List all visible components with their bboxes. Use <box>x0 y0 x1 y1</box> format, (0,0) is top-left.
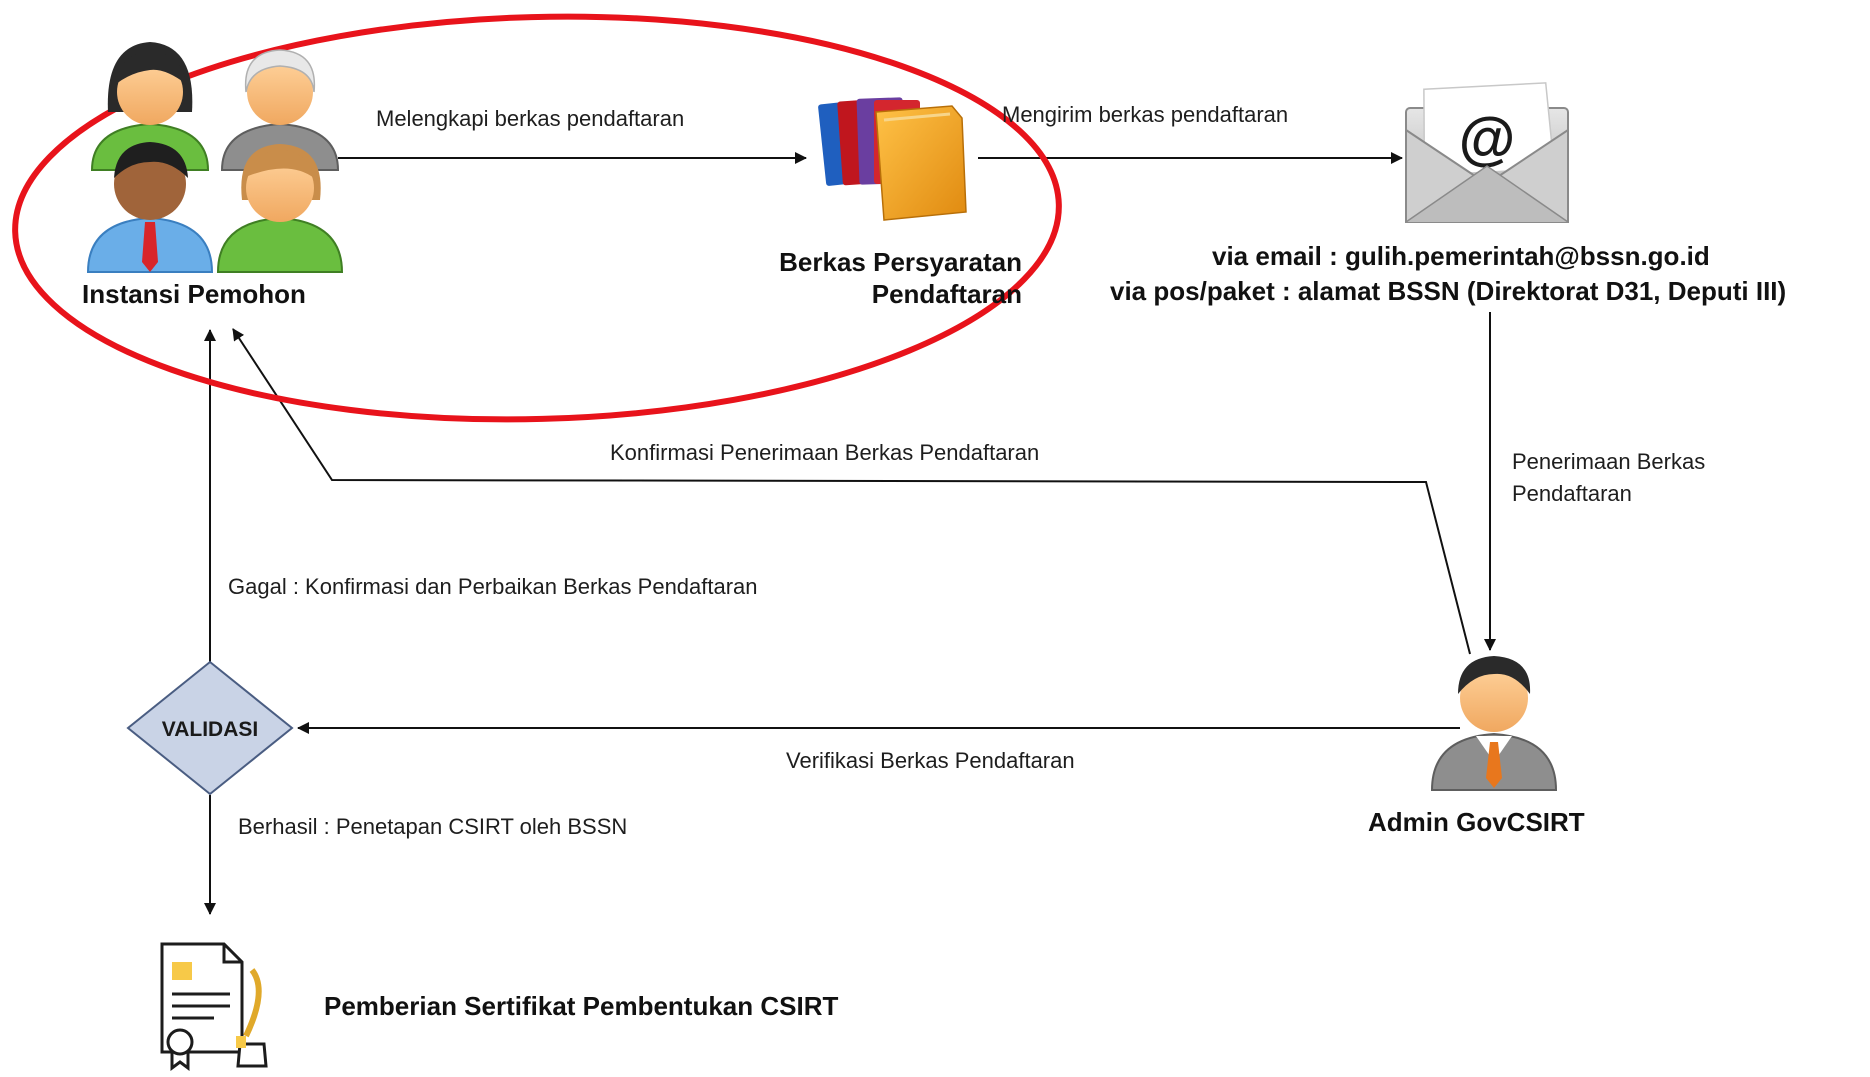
contact-pos-label: via pos/paket : alamat BSSN (Direktorat … <box>1110 276 1787 306</box>
contact-email-label: via email : gulih.pemerintah@bssn.go.id <box>1212 241 1710 271</box>
edge-label-penerimaan: Penerimaan Berkas Pendaftaran <box>1512 449 1706 506</box>
edge-label-gagal: Gagal : Konfirmasi dan Perbaikan Berkas … <box>228 574 758 599</box>
sertifikat-label: Pemberian Sertifikat Pembentukan CSIRT <box>324 991 839 1021</box>
edge-label-melengkapi: Melengkapi berkas pendaftaran <box>376 106 685 131</box>
folders-icon <box>818 97 967 221</box>
certificate-icon <box>160 942 268 1071</box>
email-envelope-icon: @ <box>1405 82 1569 223</box>
highlight-ellipse <box>12 13 1062 423</box>
edge-label-verifikasi: Verifikasi Berkas Pendaftaran <box>786 748 1075 773</box>
edge-label-mengirim: Mengirim berkas pendaftaran <box>1002 102 1289 127</box>
instansi-pemohon-label: Instansi Pemohon <box>82 279 306 309</box>
edge-konfirmasi <box>232 328 1471 655</box>
edge-label-konfirmasi: Konfirmasi Penerimaan Berkas Pendaftaran <box>610 440 1040 465</box>
users-group-icon <box>86 42 344 273</box>
berkas-persyaratan-label: Berkas Persyaratan Pendaftaran <box>779 247 1022 309</box>
admin-user-icon <box>1430 656 1558 791</box>
validasi-label: VALIDASI <box>162 718 258 741</box>
admin-govcsirt-label: Admin GovCSIRT <box>1368 807 1585 837</box>
svg-text:@: @ <box>1459 106 1516 171</box>
connectors <box>204 152 1496 915</box>
edge-label-berhasil: Berhasil : Penetapan CSIRT oleh BSSN <box>238 814 628 839</box>
validasi-diamond <box>126 660 294 796</box>
